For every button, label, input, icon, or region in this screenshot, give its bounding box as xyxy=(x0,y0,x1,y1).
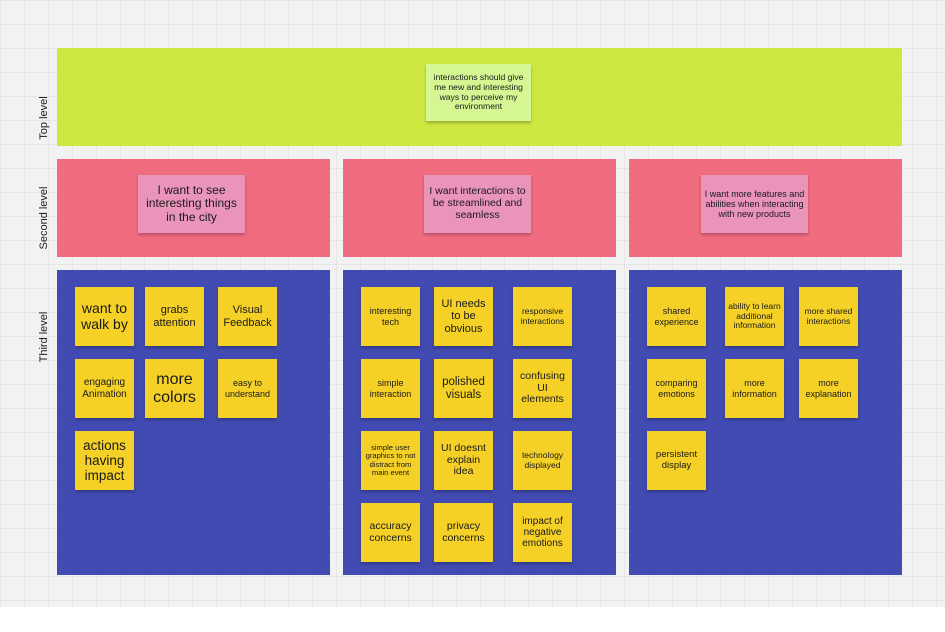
sticky-note-second-3[interactable]: I want more features and abilities when … xyxy=(701,175,808,233)
sticky-note[interactable]: comparing emotions xyxy=(647,359,706,418)
sticky-note[interactable]: persistent display xyxy=(647,431,706,490)
sticky-note-top[interactable]: interactions should give me new and inte… xyxy=(426,64,531,121)
sticky-note[interactable]: accuracy concerns xyxy=(361,503,420,562)
sticky-note[interactable]: want to walk by xyxy=(75,287,134,346)
sticky-note[interactable]: shared experience xyxy=(647,287,706,346)
sticky-note[interactable]: Visual Feedback xyxy=(218,287,277,346)
canvas-bottom-strip xyxy=(0,607,945,632)
sticky-note[interactable]: technology displayed xyxy=(513,431,572,490)
level-label-third: Third level xyxy=(38,311,50,363)
sticky-note[interactable]: impact of negative emotions xyxy=(513,503,572,562)
sticky-note[interactable]: more information xyxy=(725,359,784,418)
sticky-note[interactable]: simple interaction xyxy=(361,359,420,418)
sticky-note[interactable]: responsive interactions xyxy=(513,287,572,346)
sticky-note[interactable]: confusing UI elements xyxy=(513,359,572,418)
sticky-note[interactable]: actions having impact xyxy=(75,431,134,490)
sticky-note[interactable]: more colors xyxy=(145,359,204,418)
sticky-note[interactable]: privacy concerns xyxy=(434,503,493,562)
sticky-note[interactable]: more shared interactions xyxy=(799,287,858,346)
sticky-note-second-1[interactable]: I want to see interesting things in the … xyxy=(138,175,245,233)
sticky-note[interactable]: engaging Animation xyxy=(75,359,134,418)
sticky-note[interactable]: ability to learn additional information xyxy=(725,287,784,346)
sticky-note[interactable]: polished visuals xyxy=(434,359,493,418)
sticky-note[interactable]: interesting tech xyxy=(361,287,420,346)
sticky-note[interactable]: simple user graphics to not distract fro… xyxy=(361,431,420,490)
sticky-note[interactable]: more explanation xyxy=(799,359,858,418)
sticky-note[interactable]: UI doesnt explain idea xyxy=(434,431,493,490)
sticky-note[interactable]: grabs attention xyxy=(145,287,204,346)
sticky-note-second-2[interactable]: I want interactions to be streamlined an… xyxy=(424,175,531,233)
sticky-note[interactable]: UI needs to be obvious xyxy=(434,287,493,346)
sticky-note[interactable]: easy to understand xyxy=(218,359,277,418)
